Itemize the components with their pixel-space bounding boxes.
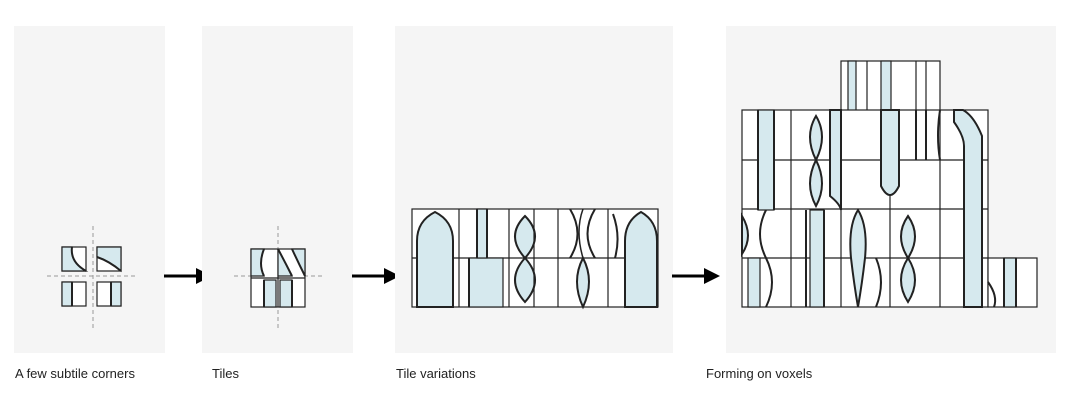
panel-tiles: [202, 26, 353, 353]
caption-tile-variations: Tile variations: [396, 366, 476, 381]
arrow-right-icon: [352, 268, 400, 284]
subtile-corners-diagram: [47, 226, 138, 328]
arrow-right-icon: [672, 268, 720, 284]
caption-tiles: Tiles: [212, 366, 239, 381]
caption-forming-on-voxels: Forming on voxels: [706, 366, 813, 381]
tiles-diagram: [234, 226, 324, 328]
panel-forming-on-voxels: [726, 26, 1056, 353]
panel-subtile-corners: [14, 26, 165, 353]
voxel-form-diagram: [741, 60, 1038, 308]
panel-tile-variations: [395, 26, 673, 353]
tile-variations-diagram: [411, 208, 659, 310]
caption-subtile-corners: A few subtile corners: [15, 366, 135, 381]
